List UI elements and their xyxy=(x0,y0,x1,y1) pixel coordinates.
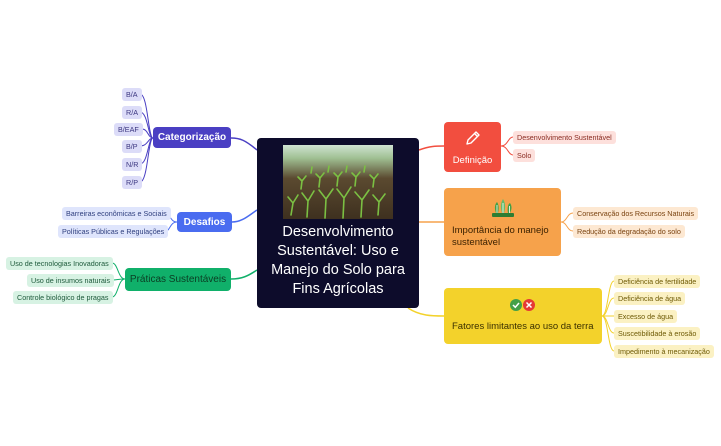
branch-label: Práticas Sustentáveis xyxy=(129,274,227,285)
leaf-fatores[interactable]: Excesso de água xyxy=(614,310,678,323)
leaf-fatores[interactable]: Impedimento à mecanização xyxy=(614,345,714,358)
pencil-icon xyxy=(464,129,482,150)
branch-praticas[interactable]: Práticas Sustentáveis xyxy=(125,268,231,291)
leaf-definicao[interactable]: Desenvolvimento Sustentável xyxy=(513,131,616,144)
leaf-categorizacao[interactable]: R/P xyxy=(122,176,142,189)
leaf-praticas[interactable]: Uso de tecnologias Inovadoras xyxy=(6,257,113,270)
leaf-categorizacao[interactable]: N/R xyxy=(122,158,143,171)
branch-categorizacao[interactable]: Categorização xyxy=(153,127,231,148)
leaf-fatores[interactable]: Suscetibilidade à erosão xyxy=(614,327,701,340)
branch-fatores[interactable]: Fatores limitantes ao uso da terra xyxy=(444,288,602,344)
leaf-categorizacao[interactable]: B/EAF xyxy=(114,123,143,136)
leaf-importancia[interactable]: Conservação dos Recursos Naturais xyxy=(573,207,699,220)
leaf-desafios[interactable]: Barreiras econômicas e Sociais xyxy=(62,207,171,220)
branch-label: Categorização xyxy=(157,132,227,143)
branch-label: Desafios xyxy=(183,216,226,228)
branch-label: Definição xyxy=(452,154,493,166)
leaf-importancia[interactable]: Redução da degradação do solo xyxy=(573,225,685,238)
central-title: Desenvolvimento Sustentável: Uso e Manej… xyxy=(271,224,405,297)
sprouting-crops-photo xyxy=(283,145,393,219)
leaf-fatores[interactable]: Deficiência de fertilidade xyxy=(614,275,701,288)
central-topic[interactable]: Desenvolvimento Sustentável: Uso e Manej… xyxy=(257,138,419,308)
leaf-categorizacao[interactable]: B/P xyxy=(122,140,142,153)
branch-definicao[interactable]: Definição xyxy=(444,122,501,172)
plants-icon xyxy=(490,198,516,221)
leaf-categorizacao[interactable]: R/A xyxy=(122,106,142,119)
leaf-fatores[interactable]: Deficiência de água xyxy=(614,292,686,305)
branch-importancia[interactable]: Importância do manejo sustentável xyxy=(444,188,561,256)
branch-desafios[interactable]: Desafios xyxy=(177,212,232,232)
leaf-praticas[interactable]: Uso de insumos naturais xyxy=(27,274,115,287)
leaf-categorizacao[interactable]: B/A xyxy=(122,88,142,101)
branch-label: Fatores limitantes ao uso da terra xyxy=(452,321,594,332)
leaf-praticas[interactable]: Controle biológico de pragas xyxy=(13,291,113,304)
leaf-definicao[interactable]: Solo xyxy=(513,149,536,162)
check-cross-icon xyxy=(509,298,537,315)
leaf-desafios[interactable]: Políticas Públicas e Regulações xyxy=(58,225,169,238)
branch-label: Importância do manejo sustentável xyxy=(452,225,549,248)
